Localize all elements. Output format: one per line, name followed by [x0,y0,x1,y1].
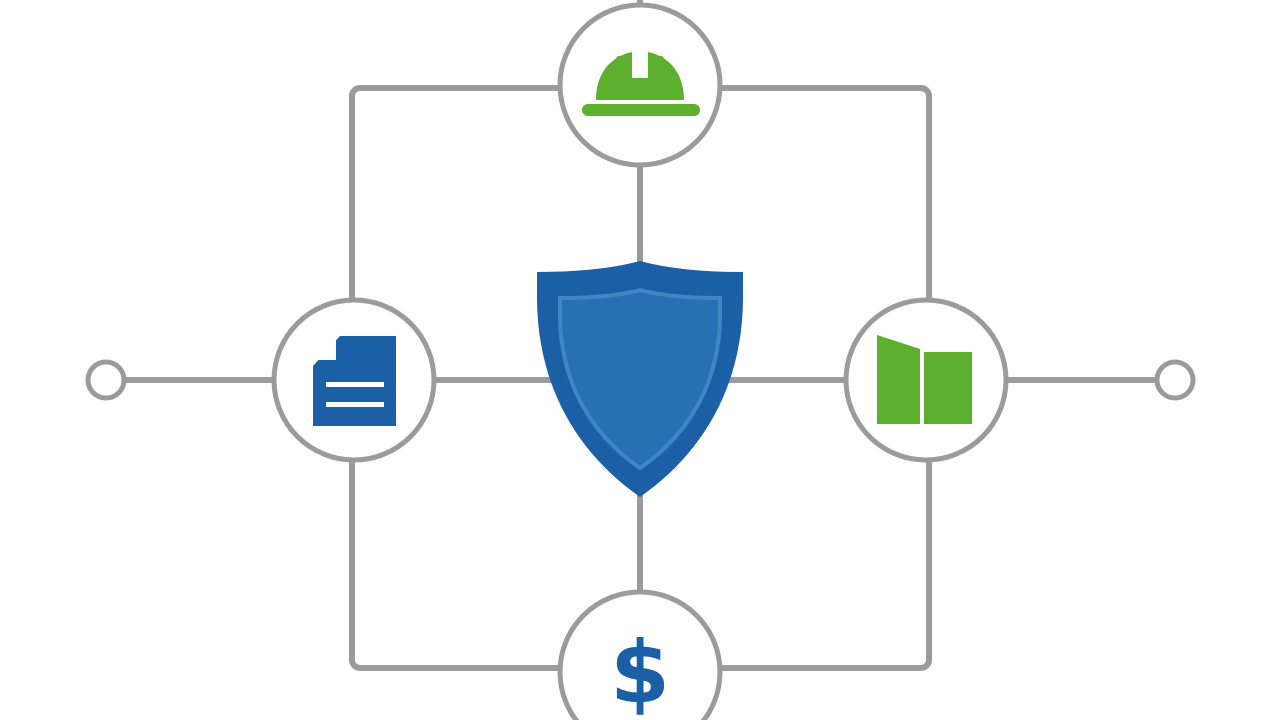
center-shield [537,261,743,497]
node-top [557,2,723,168]
node-bottom-ring [557,589,723,720]
building-icon [877,335,972,424]
node-bottom: $ [557,589,723,720]
right-terminal [1154,359,1196,401]
dollar-icon: $ [610,623,670,720]
document-icon [313,336,396,426]
hard-hat-icon [582,52,700,116]
node-right [843,297,1009,463]
left-terminal [85,359,127,401]
node-left [271,297,437,463]
shield-inner-border [558,287,722,471]
